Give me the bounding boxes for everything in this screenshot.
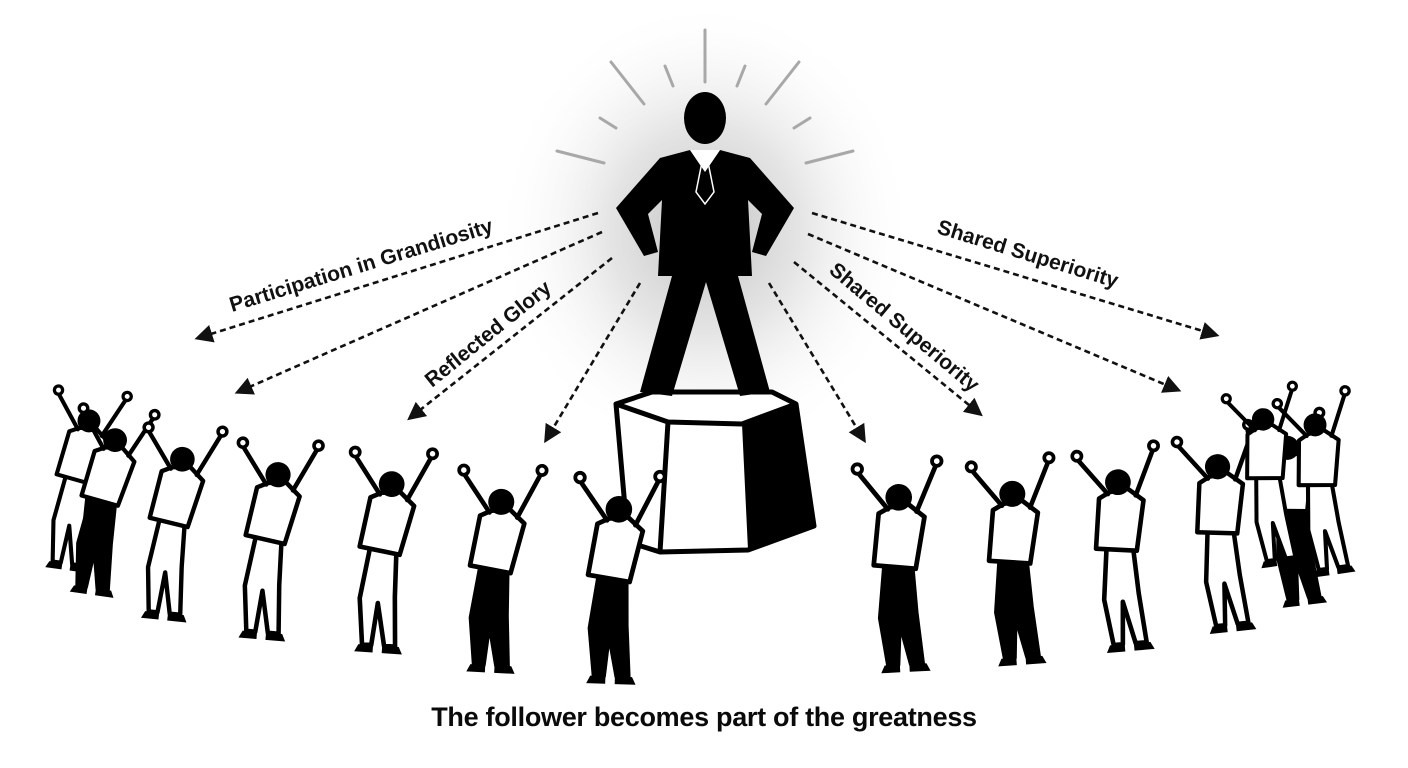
radiance-rays [555, 28, 855, 165]
leader-figure [616, 92, 794, 396]
followers-left [30, 382, 665, 685]
followers-right [852, 382, 1374, 675]
pedestal [613, 389, 817, 555]
influence-arrows [194, 211, 1220, 444]
label-shared-superiority-outer: Shared Superiority [935, 216, 1122, 293]
diagram-caption: The follower becomes part of the greatne… [431, 702, 977, 732]
label-participation-in-grandiosity: Participation in Grandiosity [227, 215, 496, 317]
